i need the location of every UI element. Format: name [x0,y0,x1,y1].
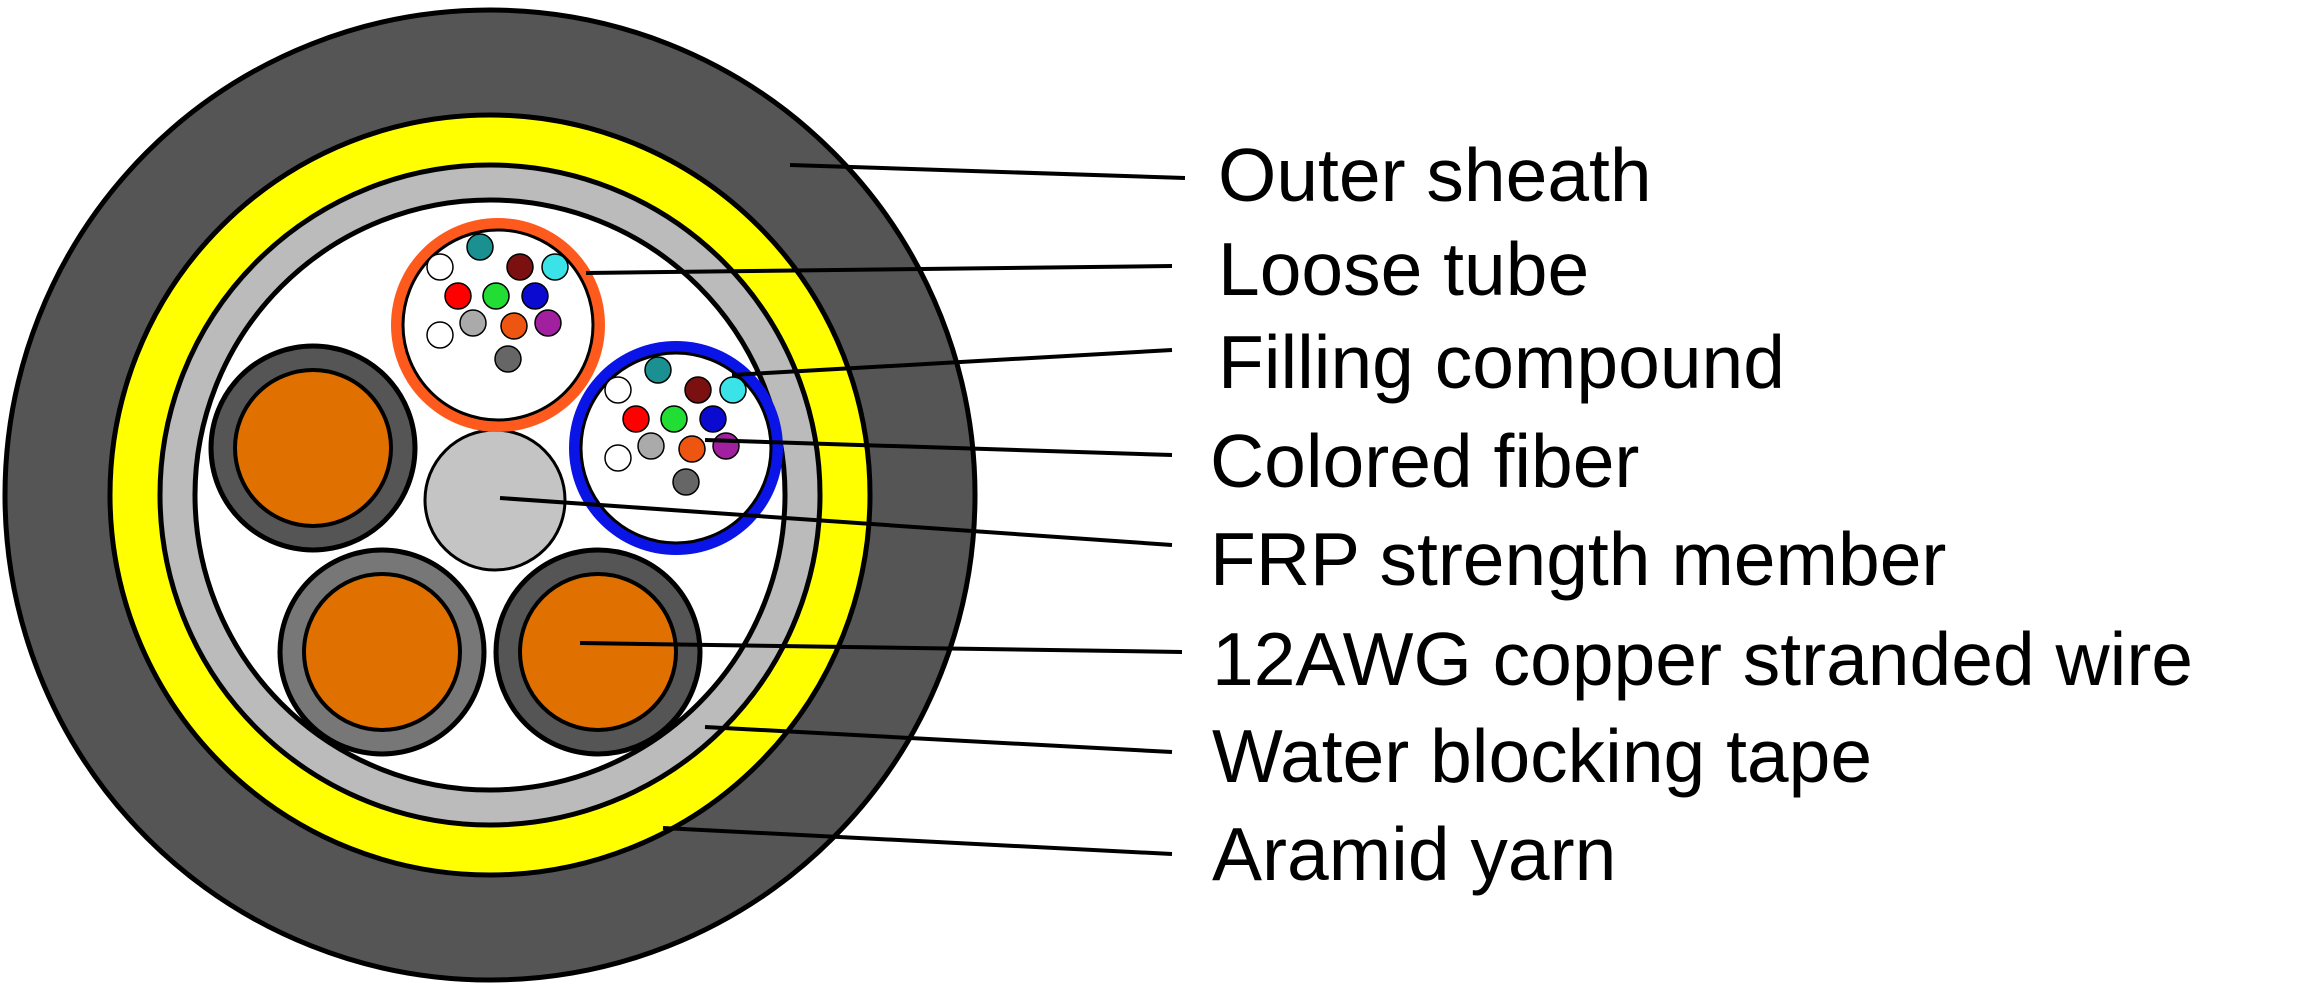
colored-fiber [541,253,569,281]
colored-fiber [521,282,549,310]
label-water-blocking-tape: Water blocking tape [1212,714,1872,798]
colored-fiber [604,376,632,404]
colored-fiber [604,444,632,472]
loose-tube-blue [569,341,783,555]
colored-fiber [622,405,650,433]
copper-wire-conductor [302,572,462,732]
colored-fiber [660,405,688,433]
label-outer-sheath: Outer sheath [1218,133,1652,217]
colored-fiber [444,282,472,310]
colored-fiber [719,376,747,404]
leader-lines [499,163,1186,856]
colored-fiber [506,253,534,281]
label-copper-wire: 12AWG copper stranded wire [1212,617,2193,701]
colored-fiber [466,233,494,261]
copper-wire-conductor [518,572,678,732]
copper-wire-left [208,343,418,553]
leader-line-outer-sheath [789,163,1186,180]
colored-fiber [637,432,665,460]
label-loose-tube: Loose tube [1218,227,1589,311]
loose-tube-orange-inner [401,228,595,422]
loose-tube-orange [391,218,605,432]
label-filling-compound: Filling compound [1218,320,1785,404]
leader-line-frp-strength-member [499,496,1173,547]
label-colored-fiber: Colored fiber [1210,419,1639,503]
colored-fiber [482,282,510,310]
colored-fibers-blue-tube [604,356,747,496]
colored-fibers-orange-tube [426,233,569,373]
loose-tube-blue-inner [579,351,773,545]
leader-line-loose-tube [585,264,1173,275]
colored-fiber [494,345,522,373]
colored-fiber [699,405,727,433]
colored-fiber [426,253,454,281]
leader-line-water-blocking-tape [704,725,1173,754]
colored-fiber [534,309,562,337]
colored-fiber [426,321,454,349]
colored-fiber [712,432,740,460]
label-frp-strength-member: FRP strength member [1210,517,1946,601]
label-aramid-yarn: Aramid yarn [1212,812,1616,896]
colored-fiber [500,312,528,340]
copper-wire-conductor [233,368,393,528]
colored-fiber [684,376,712,404]
copper-wire-bottom-left [277,547,487,757]
leader-line-colored-fiber [704,438,1173,457]
leader-line-aramid-yarn [662,826,1173,856]
colored-fiber [678,435,706,463]
copper-wire-bottom-right [493,547,703,757]
colored-fiber [644,356,672,384]
colored-fiber [459,309,487,337]
leader-line-copper-wire [579,641,1183,654]
colored-fiber [672,468,700,496]
leader-line-filling-compound [731,348,1173,377]
